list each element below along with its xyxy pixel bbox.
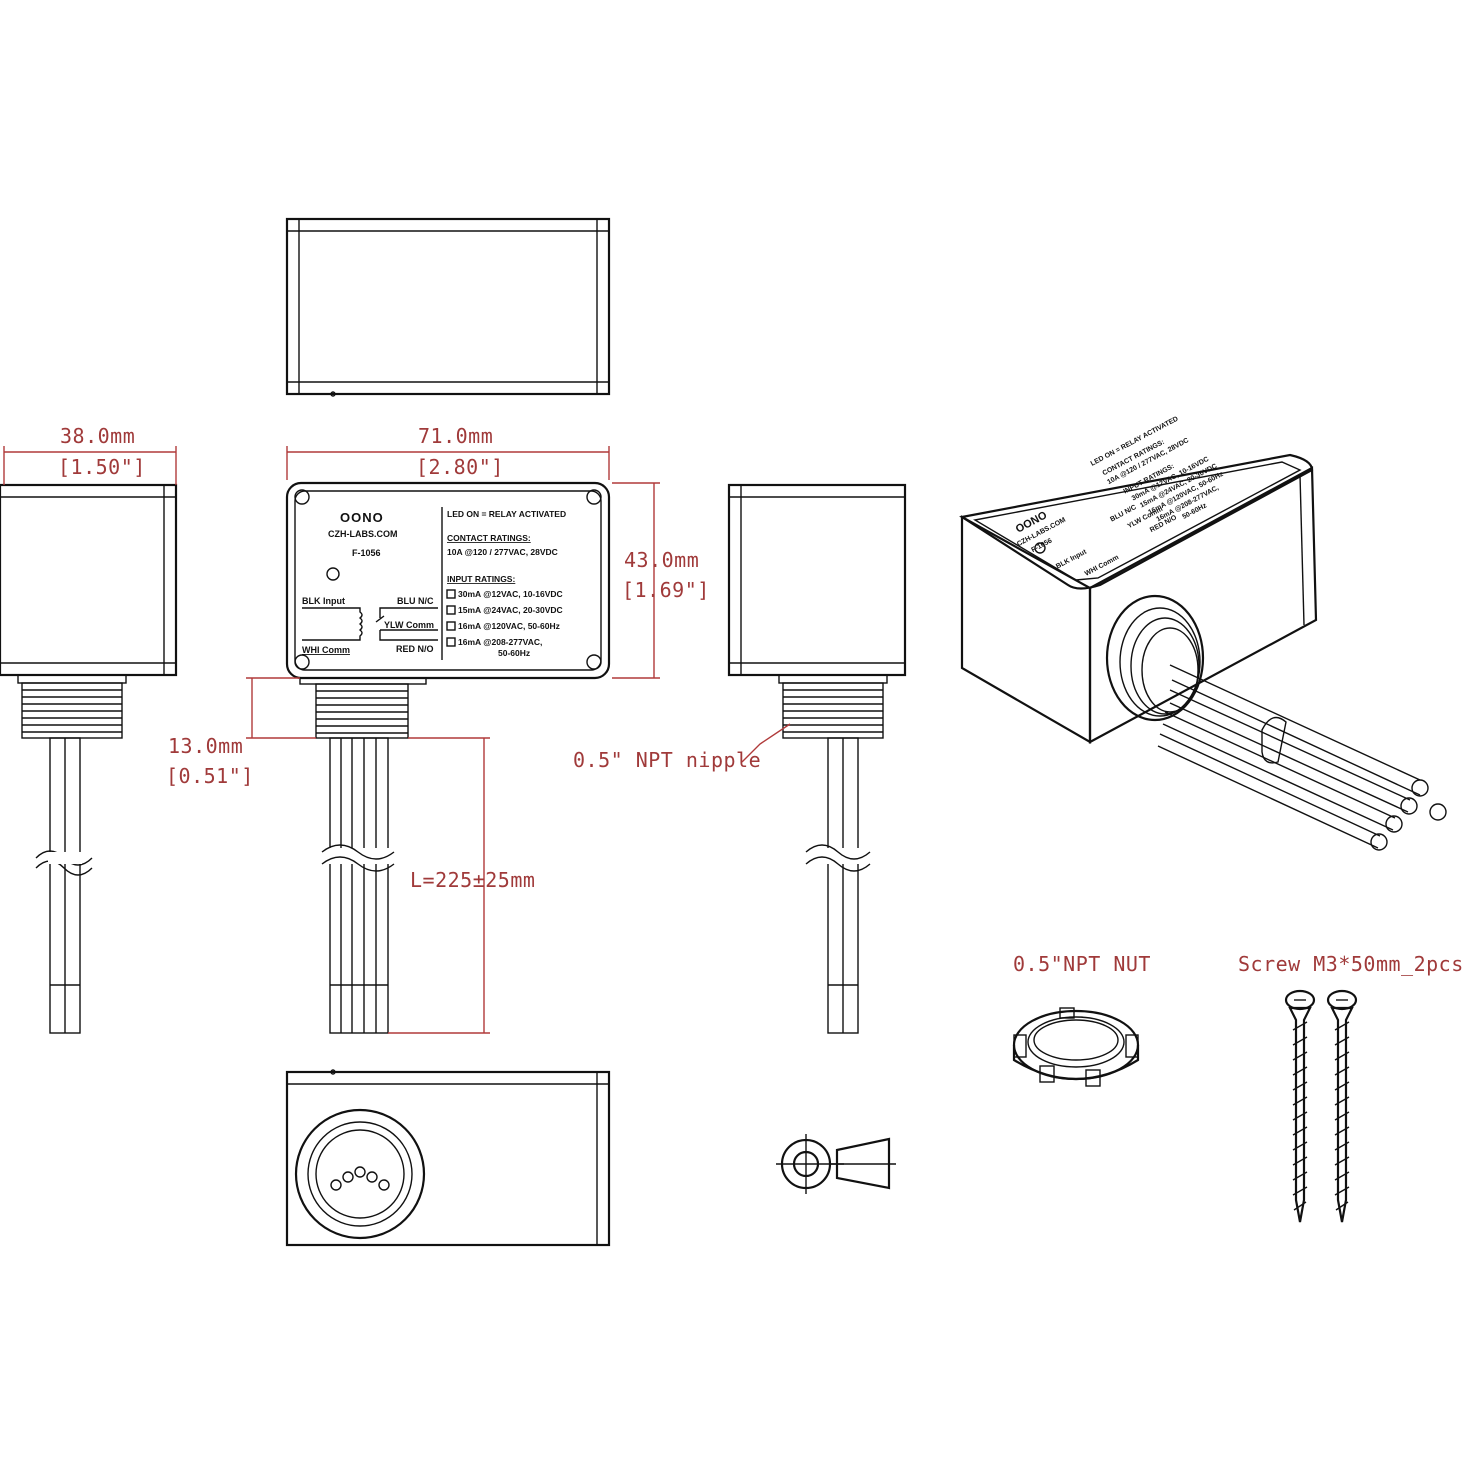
front-whi-comm: WHI Comm: [302, 645, 350, 655]
front-led-line: LED ON = RELAY ACTIVATED: [447, 509, 566, 519]
isometric-view: OONO CZH-LABS.COM F-1056 BLK Input WHI C…: [959, 416, 1447, 851]
dim-38mm: 38.0mm [1.50"]: [3, 424, 177, 485]
front-ylw-comm: YLW Comm: [384, 620, 434, 630]
front-view: OONO CZH-LABS.COM F-1056 BLK Input WHI C…: [285, 481, 611, 1034]
dim-280in-text: [2.80"]: [416, 455, 504, 479]
front-brand: OONO: [340, 510, 384, 525]
top-view: [285, 217, 611, 397]
front-input-title: INPUT RATINGS:: [447, 574, 515, 584]
front-nipple-threads: [315, 683, 409, 739]
projection-symbol: [776, 1134, 896, 1194]
screws-text: Screw M3*50mm_2pcs: [1238, 952, 1463, 976]
dim-13mm-text: 13.0mm: [168, 734, 243, 758]
dim-13mm: 13.0mm [0.51"]: [166, 677, 316, 788]
led-indicator: [326, 567, 340, 581]
front-contact-value: 10A @120 / 277VAC, 28VDC: [447, 547, 558, 557]
front-input-4a: 16mA @208-277VAC,: [458, 637, 542, 647]
dim-71mm: 71.0mm [2.80"]: [286, 424, 610, 480]
iso-wires: [1157, 664, 1447, 851]
front-contact-title: CONTACT RATINGS:: [447, 533, 531, 543]
npt-nipple-callout: 0.5" NPT nipple: [573, 723, 791, 772]
front-blu-nc: BLU N/C: [397, 596, 434, 606]
left-nipple-threads: [21, 682, 123, 739]
npt-nut-text: 0.5"NPT NUT: [1013, 952, 1151, 976]
front-model: F-1056: [352, 548, 381, 558]
right-nipple-threads: [782, 682, 884, 739]
front-red-no: RED N/O: [396, 644, 434, 654]
dim-43mm-text: 43.0mm: [624, 548, 699, 572]
dim-169in-text: [1.69"]: [622, 578, 710, 602]
front-blk-input: BLK Input: [302, 596, 345, 606]
screws: Screw M3*50mm_2pcs: [1238, 952, 1463, 1223]
dim-38mm-text: 38.0mm: [60, 424, 135, 448]
front-input-4b: 50-60Hz: [498, 648, 530, 658]
npt-nipple-text: 0.5" NPT nipple: [573, 748, 761, 772]
screw-1: [1284, 989, 1316, 1223]
dim-051in-text: [0.51"]: [166, 764, 254, 788]
screw-2: [1326, 989, 1358, 1223]
iso-blk-input: BLK Input: [1055, 548, 1088, 570]
dim-71mm-text: 71.0mm: [418, 424, 493, 448]
front-input-1: 30mA @12VAC, 10-16VDC: [458, 589, 563, 599]
front-input-2: 15mA @24VAC, 20-30VDC: [458, 605, 563, 615]
npt-nut: 0.5"NPT NUT: [1012, 952, 1151, 1087]
front-input-3: 16mA @120VAC, 50-60Hz: [458, 621, 560, 631]
dim-150in-text: [1.50"]: [58, 455, 146, 479]
right-side-view: [727, 483, 907, 1034]
dim-wire-length: L=225±25mm: [388, 737, 535, 1034]
front-site: CZH-LABS.COM: [328, 529, 398, 539]
left-side-view: [0, 483, 178, 1034]
dim-43mm: 43.0mm [1.69"]: [612, 482, 710, 679]
dim-wire-length-text: L=225±25mm: [410, 868, 535, 892]
bottom-view: [285, 1069, 611, 1247]
